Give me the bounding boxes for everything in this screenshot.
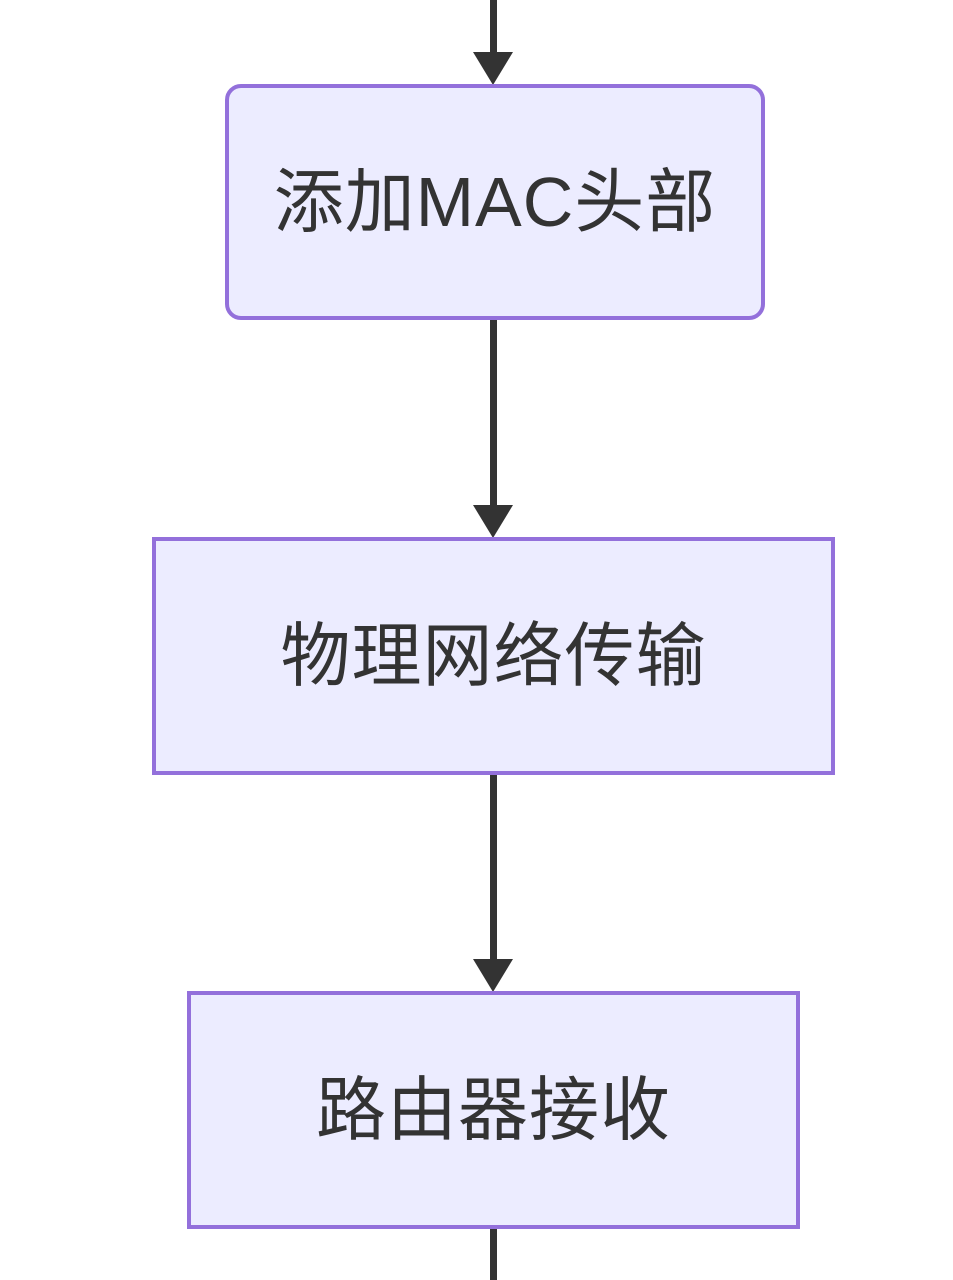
- edge-line-into-add-mac-header: [490, 0, 497, 52]
- node-physical-network-transmission: 物理网络传输: [152, 537, 835, 775]
- arrowhead-down-icon: [473, 52, 513, 85]
- node-add-mac-header: 添加MAC头部: [225, 84, 765, 320]
- edge-line-physical-to-router: [490, 775, 497, 959]
- node-label-physical-network-transmission: 物理网络传输: [280, 617, 707, 695]
- edge-line-out-of-router-receive: [490, 1229, 497, 1280]
- node-label-router-receive: 路由器接收: [316, 1071, 671, 1149]
- node-label-add-mac-header: 添加MAC头部: [273, 163, 717, 241]
- node-router-receive: 路由器接收: [187, 991, 800, 1229]
- arrowhead-down-icon: [473, 959, 513, 992]
- arrowhead-down-icon: [473, 505, 513, 538]
- edge-line-mac-to-physical: [490, 320, 497, 505]
